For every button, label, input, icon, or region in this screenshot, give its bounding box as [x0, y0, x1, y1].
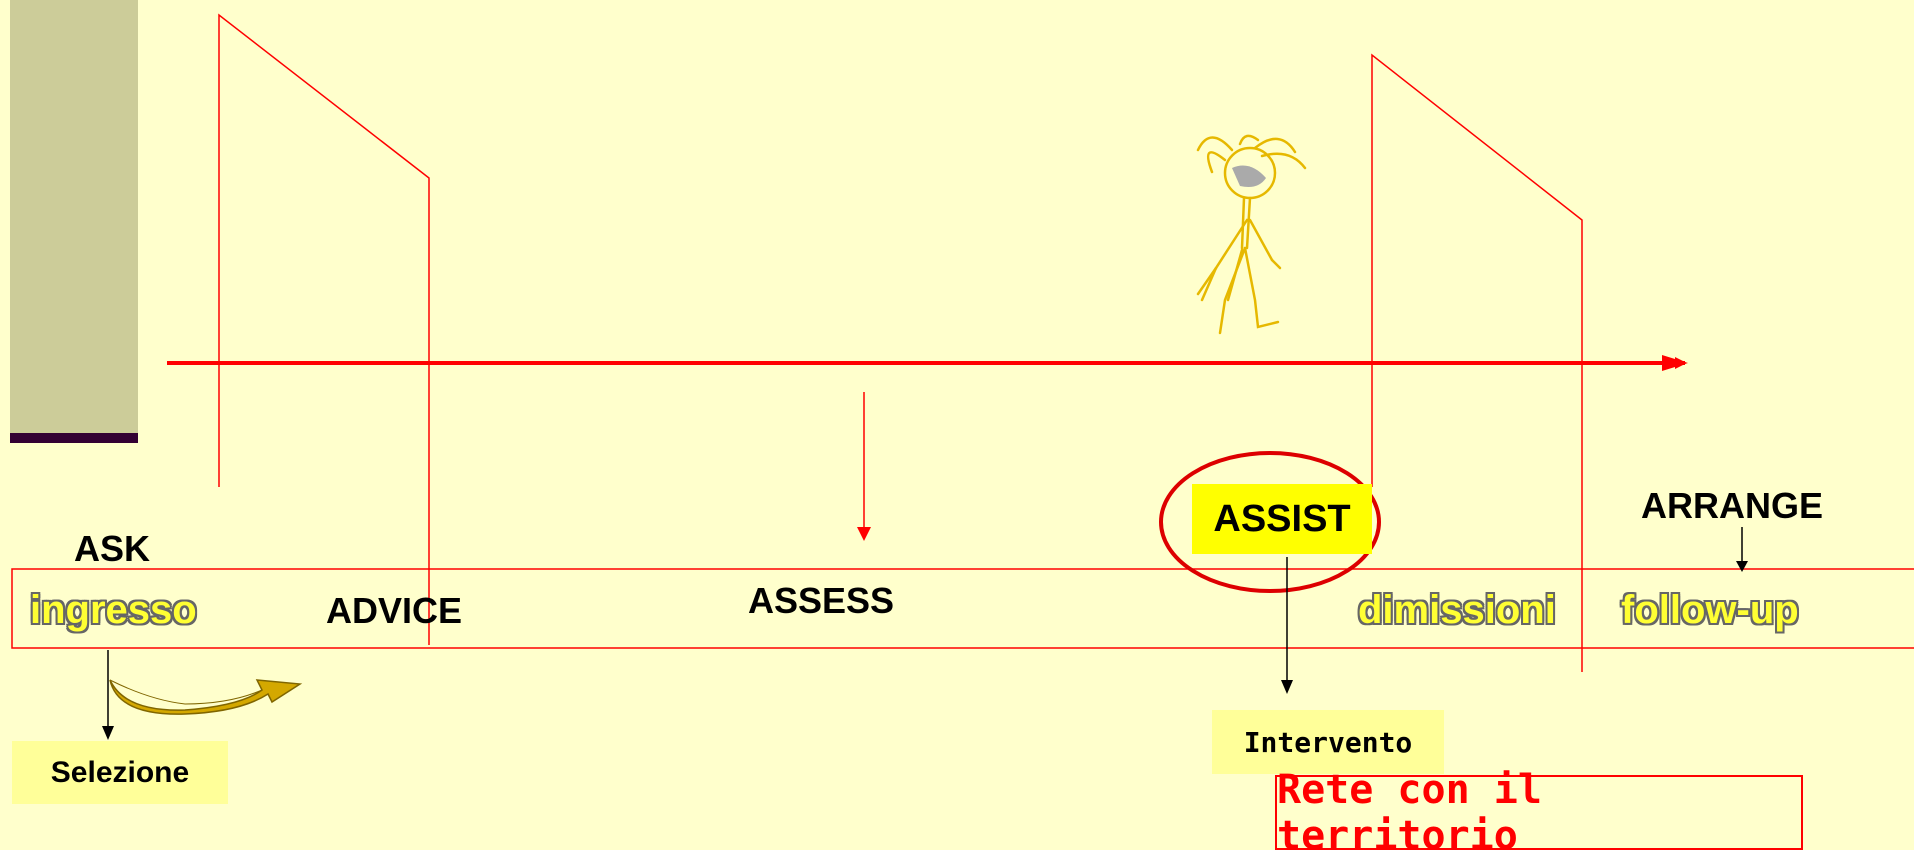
follow-up-label: follow-up [1621, 588, 1799, 632]
intervento-label: Intervento [1212, 710, 1444, 774]
rete-label: Rete con il territorio [1275, 767, 1803, 859]
left-funnel [218, 13, 430, 645]
assess-label: ASSESS [748, 580, 895, 621]
stick-figure-icon [1196, 134, 1307, 335]
curved-arrow-icon [109, 679, 303, 715]
assess-arrowhead [857, 527, 871, 541]
ingresso-arrowhead [102, 726, 114, 740]
ingresso-label: ingresso [30, 588, 197, 632]
phase-band [11, 568, 1914, 649]
assist-label: ASSIST [1192, 484, 1372, 554]
advice-label: ADVICE [326, 590, 463, 631]
dimissioni-label: dimissioni [1358, 588, 1556, 632]
arrange-label: ARRANGE [1641, 485, 1824, 526]
selezione-label: Selezione [12, 741, 228, 804]
arrange-arrowhead [1736, 561, 1748, 572]
ask-label: ASK [74, 528, 151, 569]
assist-ellipse [1159, 451, 1381, 593]
assist-arrowhead [1281, 680, 1293, 694]
timeline-arrowhead [1662, 355, 1688, 371]
sidebar-underline [10, 433, 138, 443]
sidebar-block [10, 0, 138, 433]
right-funnel [1371, 53, 1583, 672]
